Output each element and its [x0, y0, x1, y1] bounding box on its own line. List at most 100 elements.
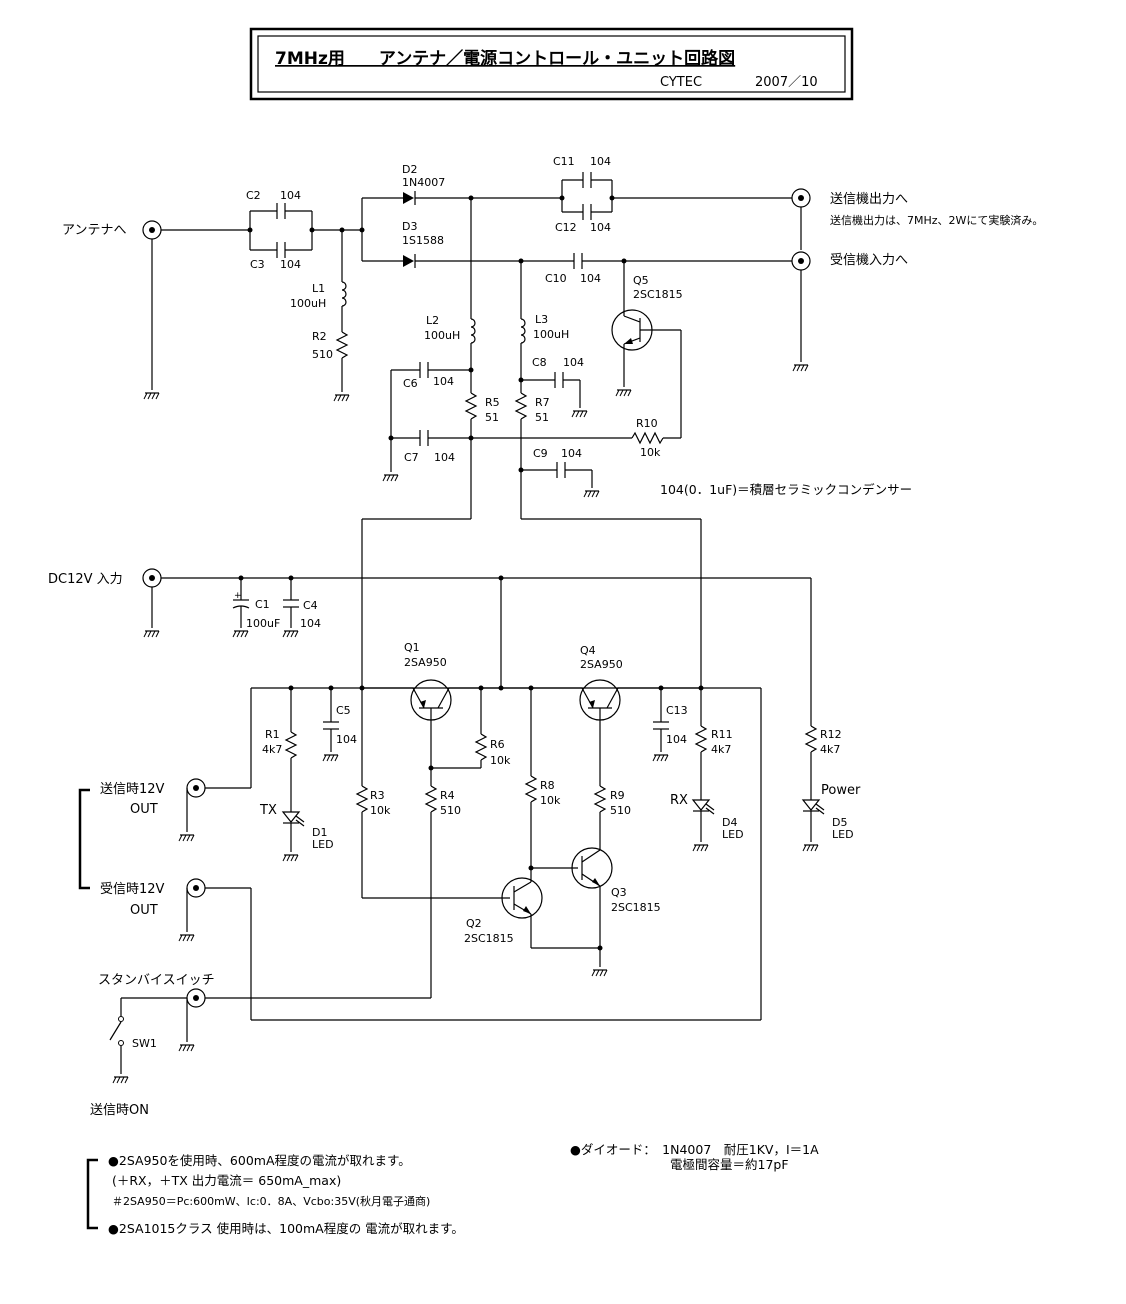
part-Q4-value: 2SA950 — [580, 658, 623, 671]
part-Q4: Q4 — [580, 644, 596, 657]
part-R9-value: 510 — [610, 804, 631, 817]
part-D5-value: LED — [832, 828, 854, 841]
part-C6-value: 104 — [433, 375, 454, 388]
part-R1-value: 4k7 — [262, 743, 282, 756]
part-Q5-value: 2SC1815 — [633, 288, 683, 301]
part-C9: C9 — [533, 447, 548, 460]
part-R11-value: 4k7 — [711, 743, 731, 756]
rf-section — [142, 172, 811, 688]
part-R12: R12 — [820, 728, 842, 741]
part-R3: R3 — [370, 789, 385, 802]
note-4: ●2SA1015クラス 使用時は、100mA程度の 電流が取れます。 — [108, 1221, 464, 1236]
part-R8: R8 — [540, 779, 555, 792]
part-C7-value: 104 — [434, 451, 455, 464]
part-D3: D3 — [402, 220, 417, 233]
label-tx-out: 送信機出力へ — [830, 192, 908, 207]
part-R10: R10 — [636, 417, 658, 430]
title-block: 7MHz用 アンテナ／電源コントロール・ユニット回路図 CYTEC 2007／1… — [249, 27, 854, 101]
label-tx12: 送信時12V — [100, 782, 165, 797]
part-C4: C4 — [303, 599, 318, 612]
part-C5: C5 — [336, 704, 351, 717]
part-C3: C3 — [250, 258, 265, 271]
part-L3-value: 100uH — [533, 328, 569, 341]
part-Power: Power — [821, 783, 861, 798]
part-RX: RX — [670, 793, 688, 808]
part-C1: C1 — [255, 598, 270, 611]
part-D4: D4 — [722, 816, 737, 829]
part-D1: D1 — [312, 826, 327, 839]
part-R5: R5 — [485, 396, 500, 409]
title-main: 7MHz用 アンテナ／電源コントロール・ユニット回路図 — [275, 48, 735, 69]
diode-note-1: ●ダイオード： 1N4007 耐圧1KV，I＝1A — [570, 1142, 819, 1157]
part-C12-value: 104 — [590, 221, 611, 234]
label-standby: スタンバイスイッチ — [98, 973, 215, 988]
part-R4-value: 510 — [440, 804, 461, 817]
part-D2-value: 1N4007 — [402, 176, 445, 189]
part-R7: R7 — [535, 396, 550, 409]
part-C4-value: 104 — [300, 617, 321, 630]
label-dc-in: DC12V 入力 — [48, 572, 123, 587]
part-C8-value: 104 — [563, 356, 584, 369]
part-Q2-value: 2SC1815 — [464, 932, 514, 945]
label-rx-in: 受信機入力へ — [830, 253, 908, 268]
part-C12: C12 — [555, 221, 577, 234]
title-date: 2007／10 — [755, 75, 818, 90]
part-L2-value: 100uH — [424, 329, 460, 342]
part-C2: C2 — [246, 189, 261, 202]
note-1: ●2SA950を使用時、600mA程度の電流が取れます。 — [108, 1153, 411, 1168]
title-author: CYTEC — [660, 75, 702, 90]
part-D2: D2 — [402, 163, 417, 176]
part-C2-value: 104 — [280, 189, 301, 202]
part-C7: C7 — [404, 451, 419, 464]
part-L3: L3 — [535, 313, 548, 326]
power-section: + — [78, 568, 825, 1230]
part-L1-value: 100uH — [290, 297, 326, 310]
part-R6-value: 10k — [490, 754, 511, 767]
part-C3-value: 104 — [280, 258, 301, 271]
part-R1: R1 — [265, 728, 280, 741]
part-Q3: Q3 — [611, 886, 627, 899]
part-C5-value: 104 — [336, 733, 357, 746]
part-C13-value: 104 — [666, 733, 687, 746]
part-C11: C11 — [553, 155, 575, 168]
label-antenna: アンテナへ — [62, 223, 126, 238]
part-L2: L2 — [426, 314, 439, 327]
part-D4-value: LED — [722, 828, 744, 841]
part-R12-value: 4k7 — [820, 743, 840, 756]
part-R3-value: 10k — [370, 804, 391, 817]
part-R7-value: 51 — [535, 411, 549, 424]
part-C11-value: 104 — [590, 155, 611, 168]
part-C9-value: 104 — [561, 447, 582, 460]
part-R2: R2 — [312, 330, 327, 343]
part-R8-value: 10k — [540, 794, 561, 807]
cap-note: 104(0．1uF)＝積層セラミックコンデンサー — [660, 482, 912, 497]
part-Q5: Q5 — [633, 274, 649, 287]
label-rx12: 受信時12V — [100, 882, 165, 897]
label-tx-on: 送信時ON — [90, 1103, 149, 1118]
part-R6: R6 — [490, 738, 505, 751]
part-SW1: SW1 — [132, 1037, 157, 1050]
part-Q3-value: 2SC1815 — [611, 901, 661, 914]
part-C13: C13 — [666, 704, 688, 717]
diode-note-2: 電極間容量＝約17pF — [670, 1157, 789, 1172]
part-R4: R4 — [440, 789, 455, 802]
label-tx-note: 送信機出力は、7MHz、2Wにて実験済み。 — [830, 213, 1043, 227]
part-R9: R9 — [610, 789, 625, 802]
part-Q2: Q2 — [466, 917, 482, 930]
part-C6: C6 — [403, 377, 418, 390]
part-L1: L1 — [312, 282, 325, 295]
part-C8: C8 — [532, 356, 547, 369]
part-Q1: Q1 — [404, 641, 420, 654]
part-D1-value: LED — [312, 838, 334, 851]
note-2: (＋RX，＋TX 出力電流＝ 650mA_max) — [112, 1173, 341, 1188]
part-D5: D5 — [832, 816, 847, 829]
svg-text:+: + — [234, 591, 242, 601]
part-TX: TX — [259, 803, 277, 818]
labels: アンテナへ 送信機出力へ 送信機出力は、7MHz、2Wにて実験済み。 受信機入力… — [48, 155, 1043, 1236]
part-R5-value: 51 — [485, 411, 499, 424]
part-C10: C10 — [545, 272, 567, 285]
part-D3-value: 1S1588 — [402, 234, 444, 247]
part-C1-value: 100uF — [246, 617, 280, 630]
part-R2-value: 510 — [312, 348, 333, 361]
